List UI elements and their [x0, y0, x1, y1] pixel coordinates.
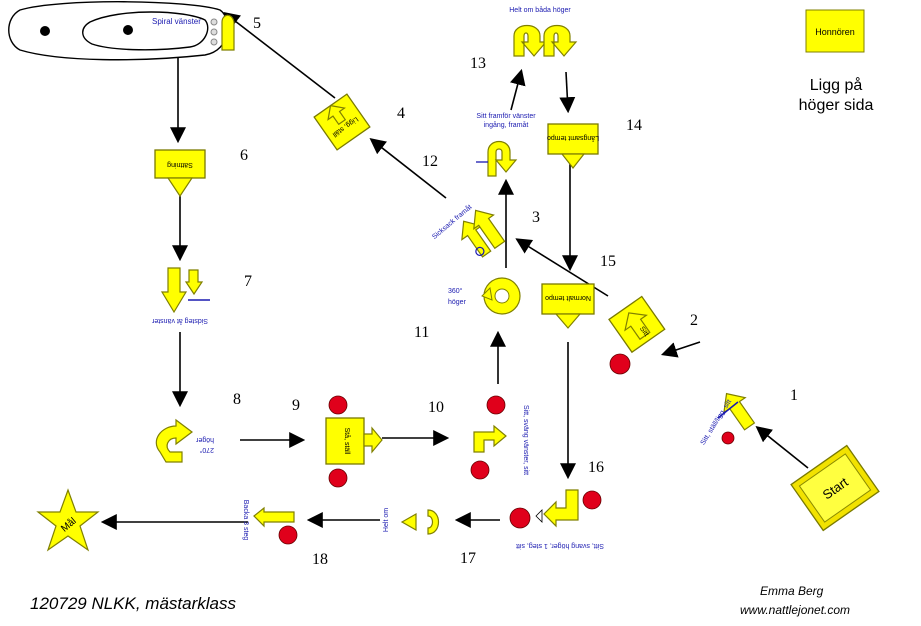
- station-9: Stå, ställ 9: [292, 395, 383, 488]
- station-1: Sitt, ställ/ligg, sitt 1: [700, 387, 798, 446]
- stop-sign: [278, 525, 298, 545]
- station-number-16: 16: [588, 459, 604, 476]
- stop-sign: [328, 468, 348, 488]
- station-6: Sättning 6: [154, 147, 248, 198]
- station-number-11: 11: [414, 324, 429, 341]
- mal-star: Mål: [36, 488, 100, 552]
- station-5-label: Spiral vänster: [152, 17, 201, 26]
- station-18-label: Backa 3 steg: [242, 500, 249, 541]
- station-11: 360° höger 11: [414, 277, 521, 341]
- station-8-label-2: höger: [195, 436, 214, 443]
- footer-title: 120729 NLKK, mästarklass: [30, 594, 236, 613]
- station-number-4: 4: [397, 105, 405, 122]
- station-13: Helt om båda höger 13: [470, 6, 578, 72]
- station-12-label-1: Sitt framför vänster: [476, 113, 536, 120]
- station-14-label: Långsamt tempo: [547, 134, 599, 142]
- footer-author: Emma Berg: [760, 584, 824, 598]
- stop-sign: [609, 353, 631, 375]
- station-17-label: Helt om: [383, 508, 390, 532]
- station-14: Långsamt tempo 14: [547, 117, 642, 169]
- stop-sign: [470, 460, 490, 480]
- footer-website: www.nattlejonet.com: [740, 603, 851, 617]
- station-5: Spiral vänster 5: [8, 1, 261, 61]
- stop-sign: [328, 395, 348, 415]
- station-number-1: 1: [790, 387, 798, 404]
- station-8: 270° höger 8: [155, 391, 241, 463]
- station-18: Backa 3 steg 18: [242, 500, 328, 568]
- station-12: Sitt framför vänster ingång, framåt 12: [422, 113, 536, 177]
- station-number-7: 7: [244, 273, 252, 290]
- station-2-label: Sitt: [638, 326, 650, 338]
- station-7: Sidsteg åt vänster 7: [151, 267, 252, 325]
- station-4: Ligg, ställ 4: [313, 93, 405, 151]
- honnoren-label: Honnören: [815, 27, 855, 37]
- station-2: Sitt 2: [608, 295, 698, 375]
- station-15-label: Normalt tempo: [545, 294, 591, 301]
- station-number-15: 15: [600, 253, 616, 270]
- station-11-label-1: 360°: [448, 287, 463, 295]
- station-number-14: 14: [626, 117, 642, 134]
- stop-sign: [509, 507, 531, 529]
- station-number-8: 8: [233, 391, 241, 408]
- station-12-label-2: ingång, framåt: [484, 121, 529, 129]
- station-number-5: 5: [253, 15, 261, 32]
- station-17: Helt om 17: [383, 508, 476, 567]
- stop-sign: [721, 431, 735, 445]
- honnoren-box: Honnören Ligg på höger sida: [799, 9, 874, 114]
- station-10: Sitt, sväng vänster, sitt 10: [428, 395, 529, 480]
- stop-sign: [486, 395, 506, 415]
- station-11-label-2: höger: [448, 299, 467, 306]
- station-13-label: Helt om båda höger: [509, 6, 571, 14]
- station-16-label: Sitt, svang höger, 1 steg, sitt: [516, 542, 604, 549]
- course-path: [100, 12, 809, 530]
- station-number-10: 10: [428, 399, 444, 416]
- station-number-17: 17: [460, 550, 476, 567]
- station-number-13: 13: [470, 55, 486, 72]
- honnoren-caption-2: höger sida: [799, 97, 874, 114]
- stop-sign: [582, 490, 602, 510]
- station-number-6: 6: [240, 147, 248, 164]
- station-3: Sicksack framåt 3: [430, 203, 540, 258]
- station-15: Normalt tempo 15: [541, 253, 616, 329]
- station-number-3: 3: [532, 209, 540, 226]
- station-8-label-1: 270°: [199, 446, 214, 454]
- start-sign: Start: [790, 444, 880, 532]
- station-number-2: 2: [690, 312, 698, 329]
- station-6-label: Sättning: [167, 161, 193, 168]
- station-number-9: 9: [292, 397, 300, 414]
- station-9-label: Stå, ställ: [343, 428, 351, 455]
- honnoren-caption-1: Ligg på: [810, 76, 863, 94]
- station-10-label: Sitt, sväng vänster, sitt: [522, 405, 529, 475]
- station-7-label: Sidsteg åt vänster: [151, 317, 208, 325]
- station-16: Sitt, svang höger, 1 steg, sitt 16: [509, 459, 604, 549]
- station-number-18: 18: [312, 551, 328, 568]
- station-number-12: 12: [422, 153, 438, 170]
